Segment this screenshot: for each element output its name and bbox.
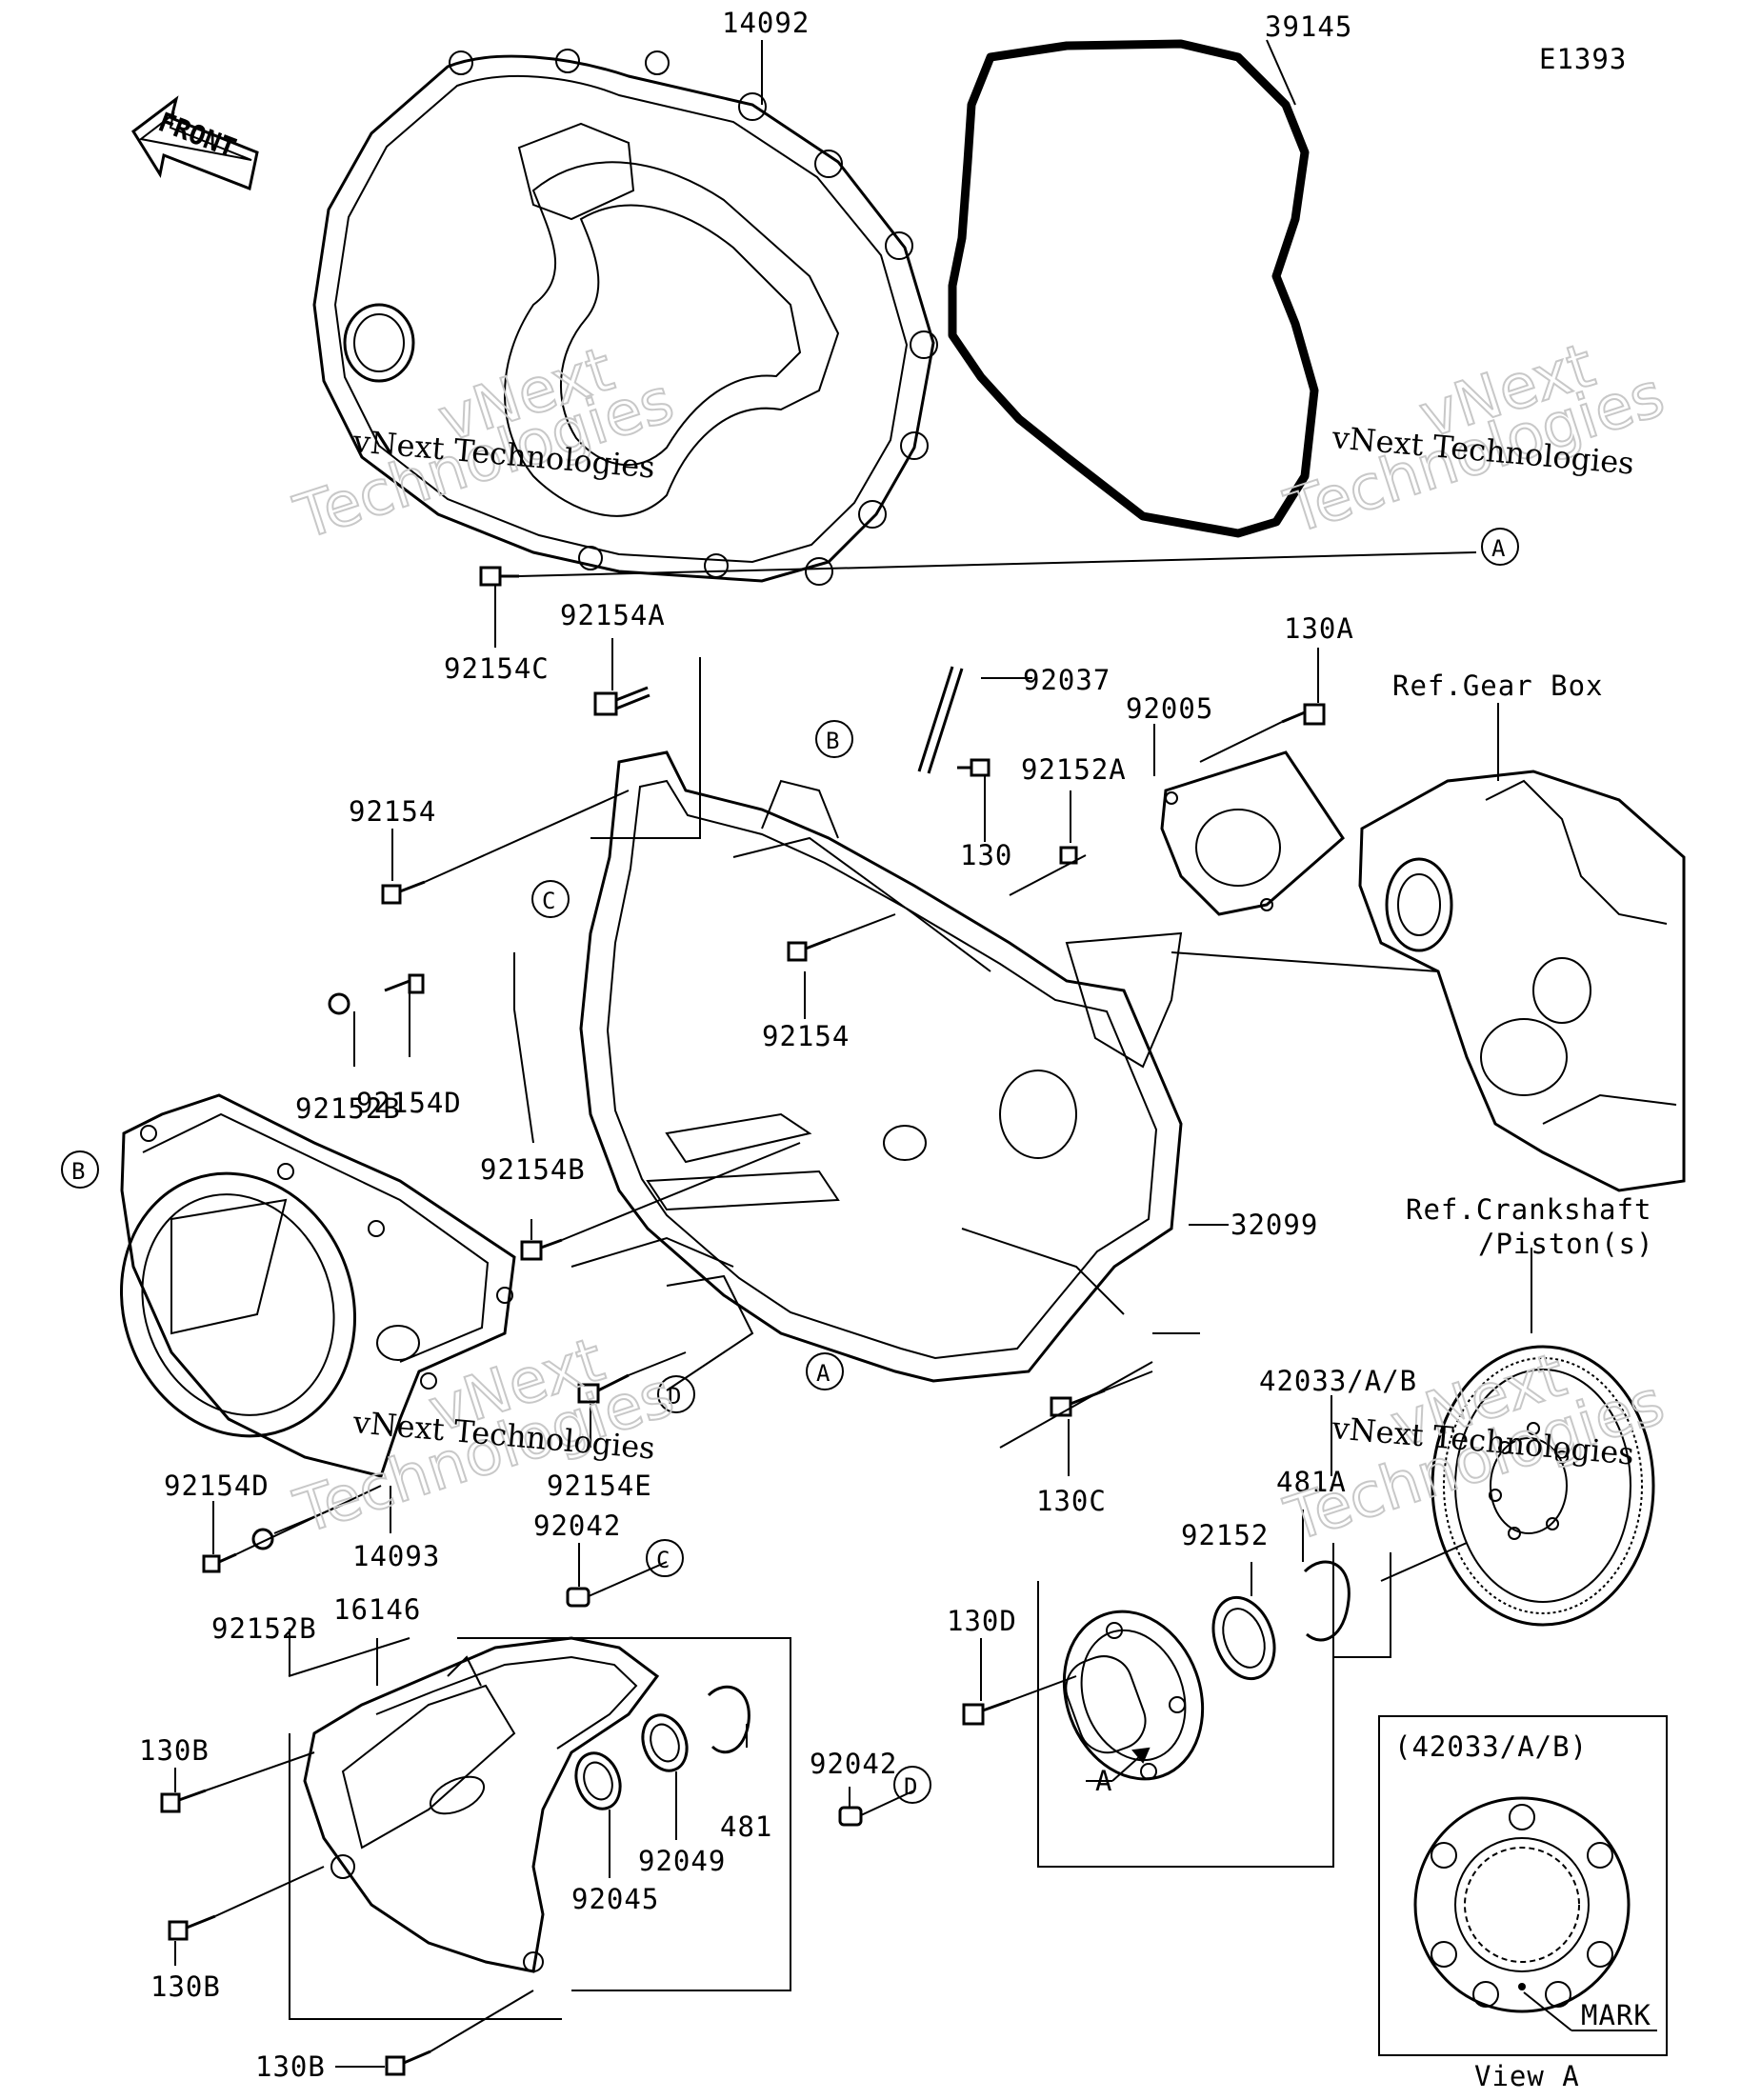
label-130: 130 <box>960 839 1012 871</box>
bolt-92154D-1 <box>384 973 425 994</box>
dowel-92042-1 <box>566 1587 590 1608</box>
bolt-130B-3 <box>385 2050 431 2076</box>
label-92154D-2: 92154D <box>164 1470 270 1502</box>
bolt-92154C <box>479 566 519 587</box>
label-16146: 16146 <box>333 1593 421 1626</box>
seal-92152 <box>1211 1595 1276 1681</box>
label-92152: 92152 <box>1181 1519 1269 1551</box>
watermark-3: vNext Technologies vNext Technologies <box>286 1324 683 1549</box>
bolt-92154A <box>593 686 650 716</box>
svg-text:C: C <box>656 1547 670 1573</box>
inset-mark: MARK <box>1581 1999 1651 2031</box>
label-481A: 481A <box>1276 1466 1347 1498</box>
inset-view-a: (42033/A/B) MARK View A <box>1378 1715 1668 2092</box>
bolt-92154D-2 <box>202 1552 237 1573</box>
label-92154D-1: 92154D <box>356 1087 462 1119</box>
diagram-code: E1393 <box>1539 43 1627 75</box>
label-130A: 130A <box>1284 612 1354 645</box>
clutch-cover-14092 <box>312 49 938 586</box>
label-14092: 14092 <box>722 7 810 39</box>
bolt-92154B <box>520 1238 563 1261</box>
svg-text:B: B <box>71 1158 85 1185</box>
label-92154A: 92154A <box>560 599 666 631</box>
label-92045: 92045 <box>571 1883 659 1915</box>
bolt-130 <box>957 758 991 777</box>
snap-ring-481 <box>707 1685 750 1754</box>
washer-92152B-1 <box>328 992 350 1015</box>
front-arrow-icon: FRONT <box>131 95 259 191</box>
ref-crankshaft-line1: Ref.Crankshaft <box>1406 1193 1651 1226</box>
label-130B-2: 130B <box>150 1970 221 2003</box>
svg-text:B: B <box>826 728 839 754</box>
leader-lines <box>174 39 1532 2068</box>
part-labels: 14092 39145 92154C 92154A 92037 92005 13… <box>139 7 1417 2083</box>
gasket-39145 <box>948 39 1319 538</box>
label-130D: 130D <box>947 1605 1017 1637</box>
label-42033AB: 42033/A/B <box>1259 1365 1417 1397</box>
bearing-housing <box>1062 1610 1205 1781</box>
bolt-92154E <box>577 1373 630 1404</box>
svg-text:A: A <box>1491 535 1506 562</box>
ref-gearbox: Ref.Gear Box <box>1392 670 1604 702</box>
bolt-92154-1 <box>381 880 426 905</box>
svg-text:A: A <box>816 1360 830 1387</box>
label-92152B-2: 92152B <box>211 1612 317 1645</box>
bolt-130D <box>962 1699 1011 1726</box>
svg-text:D: D <box>904 1773 917 1800</box>
label-92152A: 92152A <box>1021 753 1127 786</box>
label-130B-3: 130B <box>255 2050 326 2083</box>
ref-crankshaft-line2: /Piston(s) <box>1478 1228 1654 1260</box>
pin-92037 <box>917 666 964 774</box>
label-92049: 92049 <box>638 1845 726 1877</box>
plate-92005 <box>1160 750 1345 916</box>
watermark-1: vNext Technologies vNext Technologies <box>286 333 683 554</box>
label-481: 481 <box>720 1810 772 1843</box>
label-92005: 92005 <box>1126 692 1213 725</box>
label-92037: 92037 <box>1023 664 1111 696</box>
snap-ring-481A <box>1303 1560 1351 1642</box>
gearbox-reference <box>1358 770 1686 1192</box>
svg-text:C: C <box>542 888 555 914</box>
nut-92152A <box>1059 846 1078 865</box>
bolt-92154-2 <box>787 937 831 962</box>
cover-14093 <box>119 1093 516 1478</box>
label-92152B-1: 92152B <box>295 1092 401 1125</box>
bolt-130B-2 <box>168 1914 216 1941</box>
label-A-arrow: A <box>1095 1765 1112 1797</box>
inner-cover-32099 <box>579 750 1183 1383</box>
label-32099: 32099 <box>1231 1209 1318 1241</box>
label-39145: 39145 <box>1265 10 1352 43</box>
label-92154B: 92154B <box>480 1153 586 1186</box>
seal-92049 <box>641 1713 689 1772</box>
label-92042-2: 92042 <box>810 1748 897 1780</box>
label-92042-1: 92042 <box>533 1510 621 1542</box>
label-92154-2: 92154 <box>762 1020 850 1052</box>
washer-92152B-2 <box>251 1528 274 1550</box>
label-92154C: 92154C <box>444 652 550 685</box>
bolt-130A <box>1281 703 1326 726</box>
cover-16146 <box>303 1636 660 1973</box>
label-92154-1: 92154 <box>349 795 436 828</box>
inset-view-label: View A <box>1474 2060 1580 2092</box>
label-92154E: 92154E <box>547 1470 652 1502</box>
label-130C: 130C <box>1036 1485 1107 1517</box>
label-14093: 14093 <box>352 1540 440 1572</box>
callout-circles: A A B B C C D D <box>61 528 1519 1804</box>
inset-title: (42033/A/B) <box>1394 1730 1588 1763</box>
svg-text:D: D <box>668 1383 681 1410</box>
flywheel-reference <box>1431 1345 1655 1627</box>
watermark-2: vNext Technologies vNext Technologies <box>1276 330 1673 549</box>
label-130B-1: 130B <box>139 1734 210 1767</box>
seal-92045 <box>574 1751 622 1810</box>
dowel-92042-2 <box>838 1806 863 1827</box>
bolt-130B-1 <box>160 1789 207 1813</box>
